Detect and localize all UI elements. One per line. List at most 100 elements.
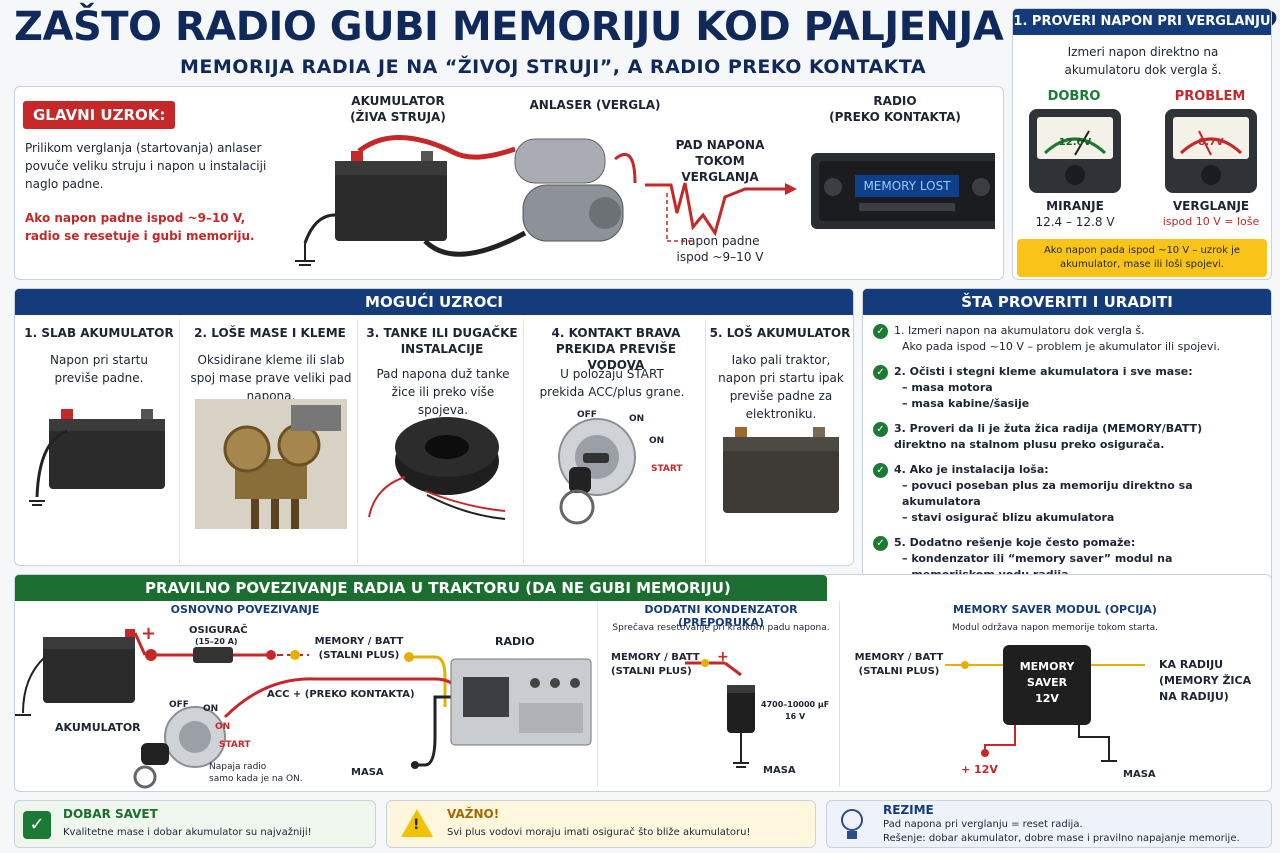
todo-item: ✓ 2. Očisti i stegni kleme akumulatora i… <box>873 364 1265 412</box>
basic-on2: ON <box>215 722 231 732</box>
radio-display-text: MEMORY LOST <box>863 179 951 193</box>
cause-illustration <box>295 135 995 266</box>
voltage-drop-graph <box>645 182 797 242</box>
good-reading: 12.6V <box>1058 137 1092 148</box>
saver-memory-label: MEMORY / BATT (STALNI PLUS) <box>854 652 944 677</box>
saver-desc: Modul održava napon memorije tokom start… <box>952 623 1158 633</box>
cause-1-text: Napon pri startu previše padne. <box>50 353 148 385</box>
todo-item: ✓ 4. Ako je instalacija loša:– povuci po… <box>873 462 1265 526</box>
lightbulb-icon <box>841 809 863 831</box>
basic-start: START <box>219 740 251 750</box>
check-voltage-title: 1. PROVERI NAPON PRI VERGLANJU <box>1013 9 1271 35</box>
wiring-panel: PRAVILNO POVEZIVANJE RADIA U TRAKTORU (D… <box>14 574 1272 792</box>
capacitor-memory-label: MEMORY / BATT (STALNI PLUS) <box>611 652 700 677</box>
todo-title: ŠTA PROVERITI I URADITI <box>863 289 1271 315</box>
todo-panel: ŠTA PROVERITI I URADITI ✓ 1. Izmeri napo… <box>862 288 1272 586</box>
battery-label: AKUMULATOR (ŽIVA STRUJA) <box>350 94 446 124</box>
todo-item: ✓ 3. Proveri da li je žuta žica radija (… <box>873 421 1265 453</box>
basic-wiring-diagram <box>15 629 592 789</box>
warning-icon <box>401 809 433 837</box>
capacitor-value: 4700–10000 µF 16 V <box>761 700 830 721</box>
important-title: VAŽNO! <box>447 807 500 821</box>
starter-label: ANLASER (VERGLA) <box>529 98 661 112</box>
basic-on: ON <box>203 704 219 714</box>
basic-plus: + <box>141 623 157 644</box>
cause-4-title: 4. KONTAKT BRAVA PREKIDA PREVIŠE VODOVA <box>551 326 681 372</box>
ignition-switch-icon <box>558 418 636 525</box>
capacitor-ground: MASA <box>763 765 796 776</box>
corroded-terminal-icon <box>195 399 347 529</box>
cause-2-text: Oksidirane kleme ili slab spoj mase prav… <box>190 353 352 403</box>
saver-plus12: + 12V <box>961 763 998 776</box>
capacitor-title: DODATNI KONDENZATOR (PREPORUKA) <box>644 603 798 629</box>
cause-4-on2: ON <box>649 436 665 446</box>
starter-motor-icon <box>514 138 624 242</box>
summary-box: REZIME Pad napona pri verglanju = reset … <box>826 800 1272 848</box>
cause-2-title: 2. LOŠE MASE I KLEME <box>194 326 346 340</box>
check-icon: ✓ <box>873 536 888 551</box>
causes-title: MOGUĆI UZROCI <box>15 289 853 315</box>
memory-saver-diagram <box>945 645 1145 762</box>
basic-radio-label: RADIO <box>495 635 535 648</box>
check-icon: ✓ <box>873 422 888 437</box>
cable-coil-icon <box>368 417 506 520</box>
capacitor-diagram <box>685 659 755 768</box>
check-voltage-desc: Izmeri napon direktno na akumulatoru dok… <box>1064 45 1222 77</box>
basic-memory-label: MEMORY / BATT (STALNI PLUS) <box>314 636 404 661</box>
basic-fuse-rating: (15–20 A) <box>195 637 238 646</box>
cause-5-title: 5. LOŠ AKUMULATOR <box>709 326 851 340</box>
radio-icon <box>811 153 995 229</box>
saver-title: MEMORY SAVER MODUL (OPCIJA) <box>953 603 1157 616</box>
check-icon: ✓ <box>873 324 888 339</box>
weak-battery-icon <box>29 409 165 506</box>
main-cause-tag: GLAVNI UZROK: <box>23 101 176 129</box>
summary-line2: Rešenje: dobar akumulator, dobre mase i … <box>883 833 1240 844</box>
page-subtitle: MEMORIJA RADIA JE NA “ŽIVOJ STRUJI”, A R… <box>180 56 927 78</box>
good-heading: DOBRO <box>1047 89 1101 104</box>
saver-to-radio: KA RADIJU (MEMORY ŽICA NA RADIJU) <box>1159 658 1252 703</box>
check-icon: ✓ <box>23 811 51 839</box>
cause-4-on: ON <box>629 414 645 424</box>
basic-acc-label: ACC + (PREKO KONTAKTA) <box>267 689 415 700</box>
main-cause-warning: Ako napon padne ispod ~9–10 V, radio se … <box>25 211 255 243</box>
radio-label: RADIO (PREKO KONTAKTA) <box>829 94 961 124</box>
saver-module-label: MEMORY SAVER 12V <box>1019 660 1075 705</box>
important-text: Svi plus vodovi moraju imati osigurač št… <box>447 827 751 838</box>
cause-3-title: 3. TANKE ILI DUGAČKE INSTALACIJE <box>366 326 518 356</box>
check-voltage-note: Ako napon pada ispod ~10 V – uzrok je ak… <box>1017 239 1267 277</box>
cause-4-text: U položaju START prekida ACC/plus grane. <box>539 367 685 399</box>
important-box: ! VAŽNO! Svi plus vodovi moraju imati os… <box>386 800 816 848</box>
main-cause-panel: GLAVNI UZROK: Prilikom verglanja (starto… <box>14 86 1004 280</box>
cause-3-text: Pad napona duž tanke žice ili preko više… <box>376 367 510 417</box>
basic-ignition-note: Napaja radio samo kada je na ON. <box>209 762 303 784</box>
basic-off: OFF <box>169 700 189 710</box>
cause-5-text: Iako pali traktor, napon pri startu ipak… <box>718 353 844 421</box>
tip-title: DOBAR SAVET <box>63 807 158 821</box>
basic-ground-label: MASA <box>351 767 384 778</box>
drop-note: napon padne ispod ~9–10 V <box>676 234 764 264</box>
saver-ground: MASA <box>1123 769 1156 780</box>
good-label: MIRANJE <box>1046 199 1104 213</box>
good-voltmeter-icon <box>1029 109 1121 193</box>
summary-line1: Pad napona pri verglanju = reset radija. <box>883 819 1083 830</box>
voltage-drop-label: PAD NAPONA TOKOM VERGLANJA <box>675 138 765 184</box>
check-icon: ✓ <box>873 463 888 478</box>
bad-heading: PROBLEM <box>1174 89 1246 104</box>
cause-4-off: OFF <box>577 410 597 420</box>
tip-box: ✓ DOBAR SAVET Kvalitetne mase i dobar ak… <box>14 800 376 848</box>
bad-voltmeter-icon <box>1165 109 1257 193</box>
battery-icon <box>335 151 447 241</box>
tip-text: Kvalitetne mase i dobar akumulator su na… <box>63 827 312 838</box>
page-title: ZAŠTO RADIO GUBI MEMORIJU KOD PALJENJA T… <box>14 4 1279 50</box>
bad-reading: 8.7V <box>1198 137 1224 148</box>
summary-title: REZIME <box>883 803 934 817</box>
check-voltage-panel: 1. PROVERI NAPON PRI VERGLANJU Izmeri na… <box>1012 8 1272 280</box>
bad-battery-icon <box>723 427 839 513</box>
bad-label: VERGLANJE <box>1172 199 1250 213</box>
wiring-title: PRAVILNO POVEZIVANJE RADIA U TRAKTORU (D… <box>15 575 827 601</box>
cause-4-start: START <box>651 464 683 474</box>
causes-panel: MOGUĆI UZROCI 1. SLAB AKUMULATOR Napon p… <box>14 288 854 566</box>
basic-title: OSNOVNO POVEZIVANJE <box>170 603 320 616</box>
check-icon: ✓ <box>873 365 888 380</box>
good-value: 12.4 – 12.8 V <box>1035 215 1115 229</box>
